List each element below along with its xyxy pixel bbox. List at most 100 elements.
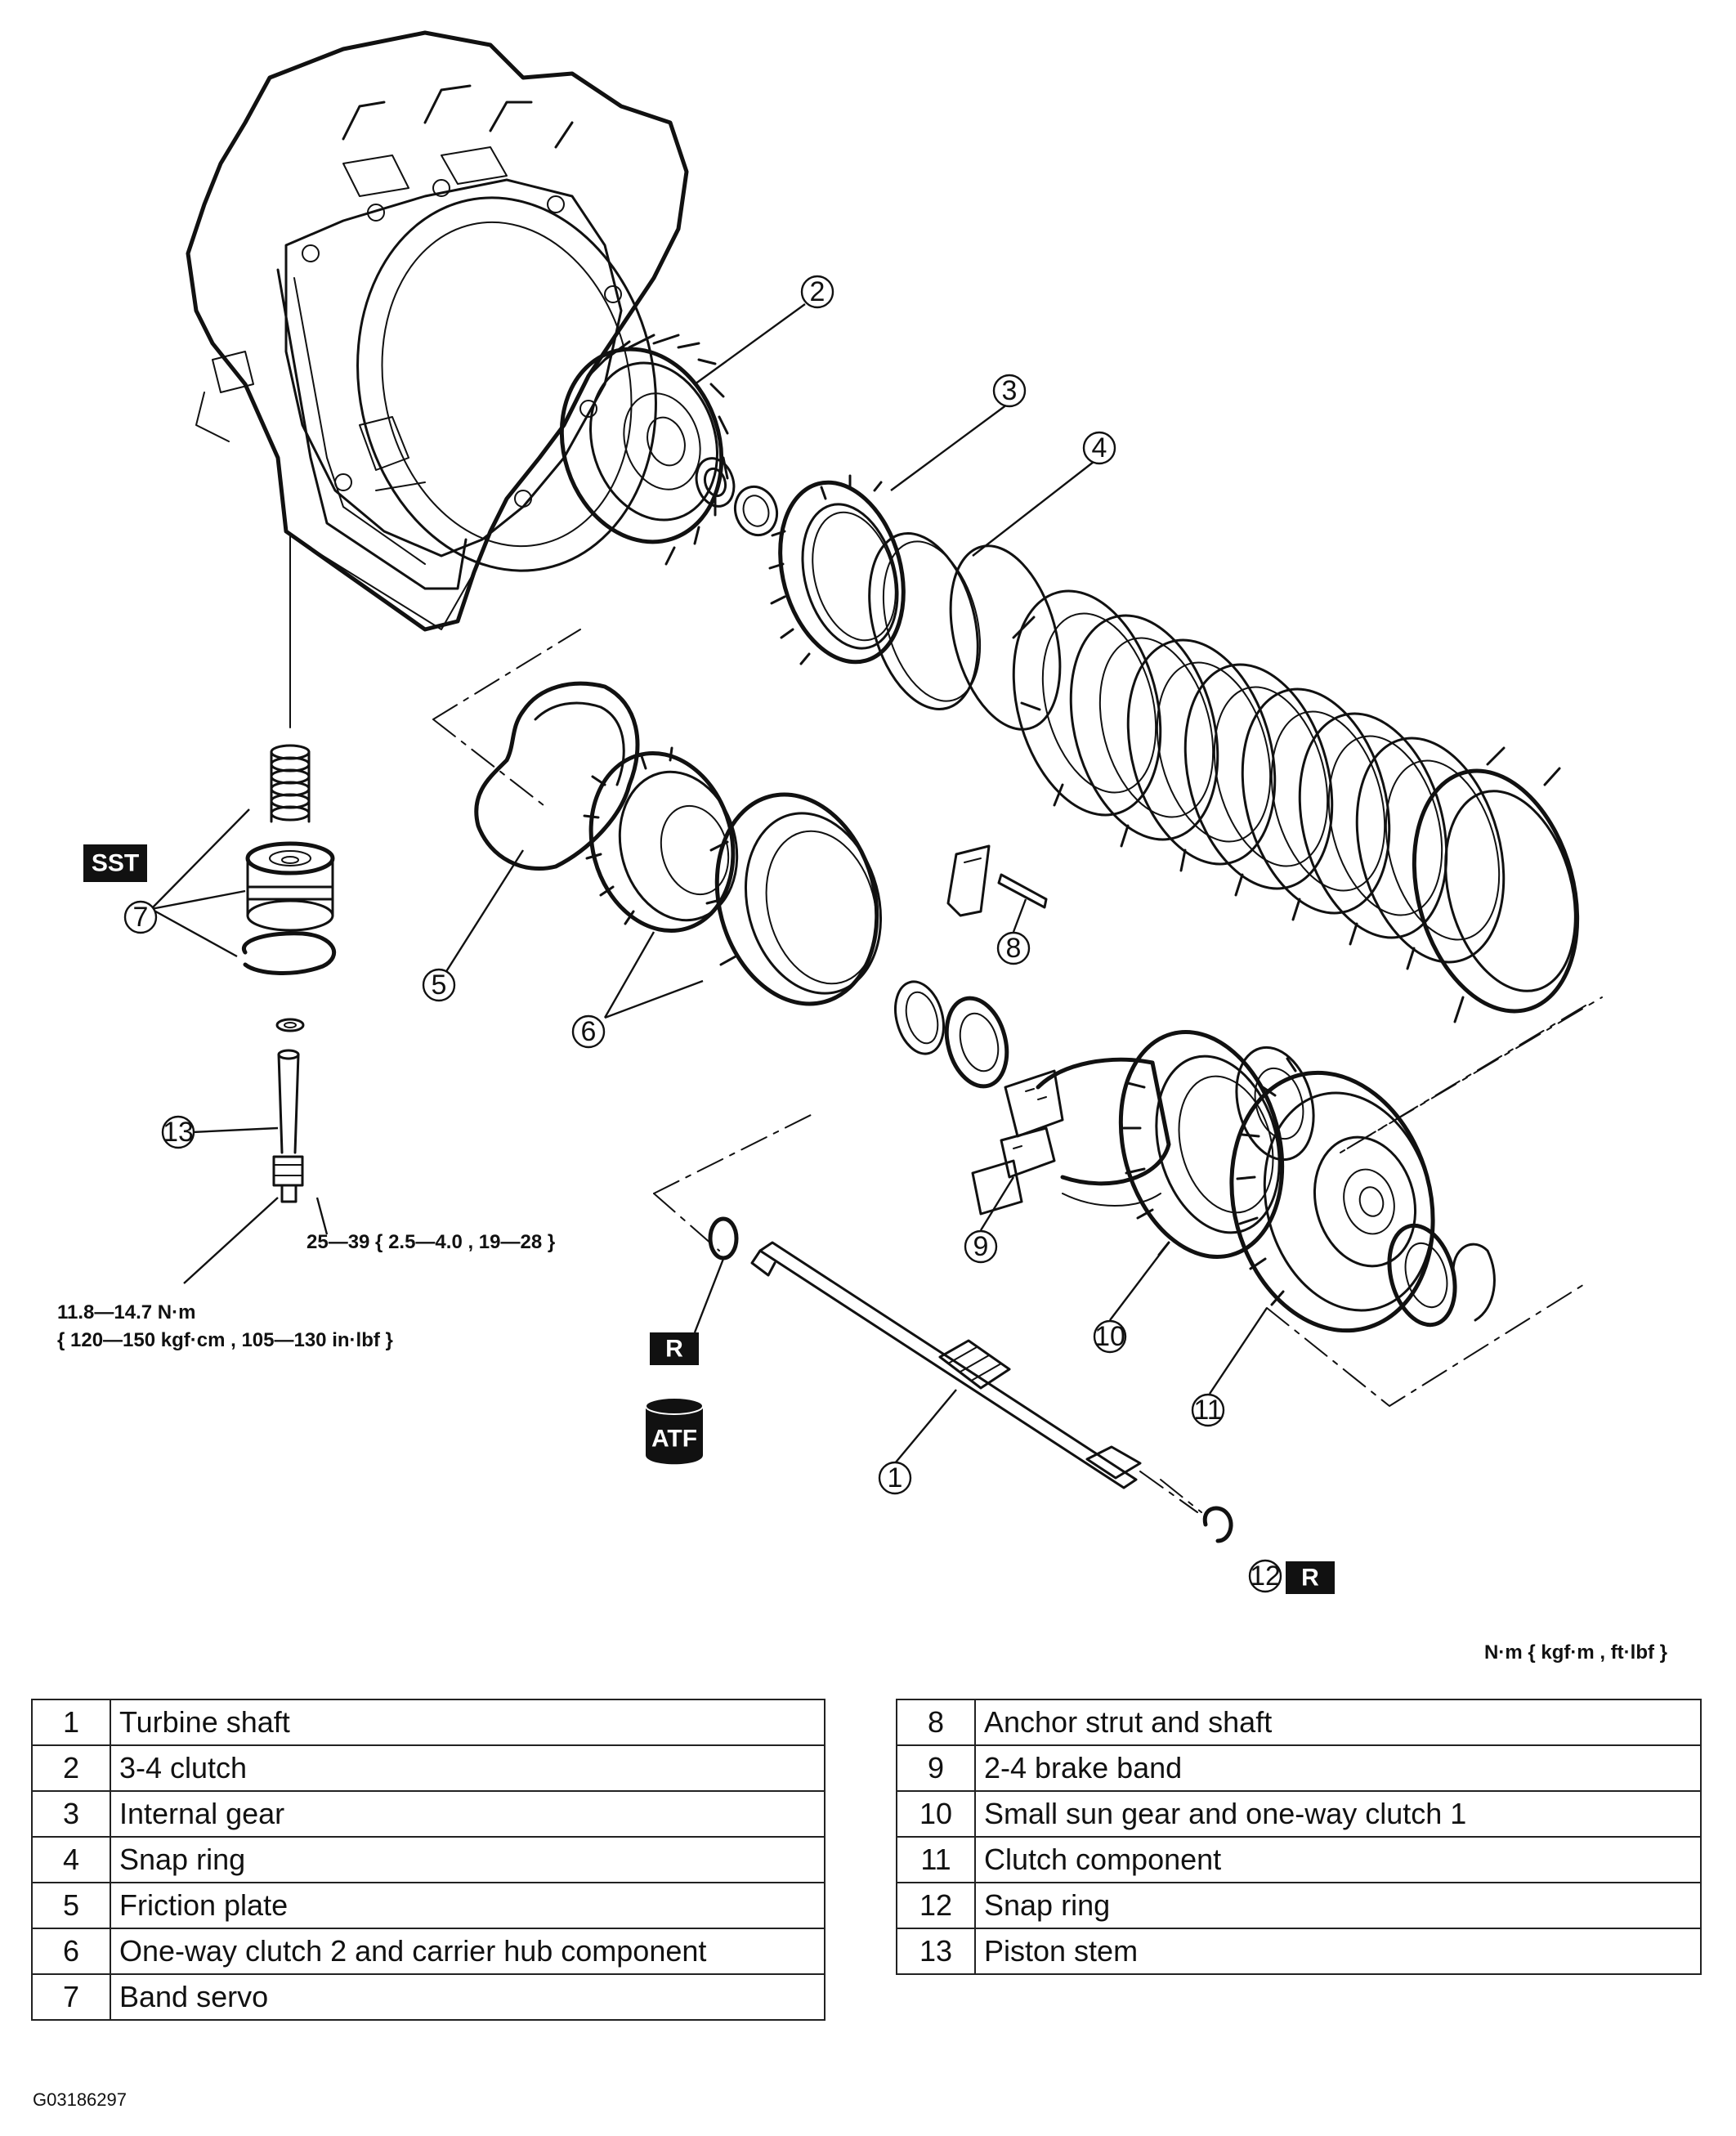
legend-num: 13	[896, 1928, 976, 1975]
part-11-clutch-component	[1229, 1057, 1496, 1333]
seal-ring	[708, 1216, 739, 1261]
part-9-brake-band	[971, 1057, 1171, 1216]
figure-id: G03186297	[33, 2089, 127, 2110]
torque-piston-stem-line1: 11.8—14.7 N·m	[57, 1301, 195, 1323]
legend-name: Band servo	[110, 1973, 825, 2021]
callout-11: 11	[1191, 1393, 1225, 1427]
legend-num: 5	[31, 1882, 111, 1929]
legend-num: 1	[31, 1699, 111, 1746]
legend-name: 3-4 clutch	[110, 1744, 825, 1792]
svg-text:R: R	[665, 1336, 683, 1363]
torque-piston-nut: 25—39 { 2.5—4.0 , 19—28 }	[306, 1231, 555, 1253]
clutch-plate-pack	[1012, 589, 1580, 1023]
legend-name: Small sun gear and one-way clutch 1	[974, 1790, 1702, 1838]
part-4-snap-ring	[868, 532, 1062, 731]
callouts: 1 2 3 4 5 6 7 8 9 10 11 12 13	[123, 275, 1282, 1593]
svg-text:1: 1	[888, 1462, 903, 1493]
legend-num: 2	[31, 1744, 111, 1792]
svg-text:10: 10	[1094, 1321, 1125, 1352]
atf-can-icon: ATF	[645, 1397, 704, 1465]
part-8-anchor-strut	[946, 844, 1048, 917]
part-13-piston-stem	[272, 1049, 304, 1203]
torque-specs: 25—39 { 2.5—4.0 , 19—28 } 11.8—14.7 N·m …	[57, 1231, 555, 1351]
svg-text:SST: SST	[92, 850, 139, 877]
diagram-drawing: 1 2 3 4 5 6 7 8 9 10 11 12 13 SST R R AT…	[57, 30, 1603, 1594]
legend-num: 11	[896, 1836, 976, 1883]
sst-badge: SST	[83, 844, 147, 882]
transaxle-case	[186, 30, 689, 632]
legend-name: Snap ring	[974, 1882, 1702, 1929]
leader-lines	[150, 303, 1268, 1464]
svg-text:3: 3	[1002, 375, 1018, 406]
r-badge-seal: R	[650, 1332, 699, 1365]
legend-num: 4	[31, 1836, 111, 1883]
callout-3: 3	[992, 374, 1027, 408]
legend-num: 6	[31, 1928, 111, 1975]
part-10-sun-gear	[1118, 1030, 1315, 1259]
svg-text:9: 9	[973, 1231, 989, 1262]
legend-name: Turbine shaft	[110, 1699, 825, 1746]
svg-text:13: 13	[163, 1117, 194, 1148]
part-12-snap-ring	[1202, 1506, 1233, 1543]
part-2-clutch-drum	[559, 334, 779, 566]
legend-name: Internal gear	[110, 1790, 825, 1838]
callout-12: 12	[1248, 1559, 1282, 1593]
thrust-washers-mid	[894, 980, 1009, 1089]
callout-1: 1	[878, 1461, 912, 1495]
legend-num: 12	[896, 1882, 976, 1929]
legend-num: 7	[31, 1973, 111, 2021]
callout-5: 5	[422, 968, 456, 1002]
svg-text:6: 6	[581, 1016, 597, 1047]
svg-text:11: 11	[1193, 1395, 1222, 1426]
legend-name: Anchor strut and shaft	[974, 1699, 1702, 1746]
callout-10: 10	[1093, 1319, 1127, 1354]
part-7-band-servo	[242, 744, 337, 1032]
svg-text:7: 7	[133, 902, 149, 933]
legend-num: 8	[896, 1699, 976, 1746]
callout-13: 13	[161, 1115, 195, 1149]
assembly-lines	[289, 535, 1603, 1513]
r-badge-snap-ring: R	[1286, 1561, 1335, 1594]
legend-num: 9	[896, 1744, 976, 1792]
legend-name: Piston stem	[974, 1928, 1702, 1975]
callout-9: 9	[964, 1229, 998, 1264]
legend-num: 10	[896, 1790, 976, 1838]
legend-num: 3	[31, 1790, 111, 1838]
torque-piston-stem-line2: { 120—150 kgf·cm , 105—130 in·lbf }	[57, 1329, 393, 1351]
unit-note: N·m { kgf·m , ft·lbf }	[1484, 1641, 1667, 1664]
legend-name: Snap ring	[110, 1836, 825, 1883]
part-3-internal-gear	[768, 474, 906, 665]
svg-text:12: 12	[1250, 1561, 1281, 1592]
part-5-friction-plate	[474, 681, 640, 871]
legend-name: 2-4 brake band	[974, 1744, 1702, 1792]
legend-name: Clutch component	[974, 1836, 1702, 1883]
svg-text:2: 2	[810, 276, 825, 307]
callout-2: 2	[800, 275, 834, 309]
svg-text:R: R	[1301, 1565, 1319, 1592]
callout-4: 4	[1082, 431, 1116, 465]
part-6-carrier-hub	[583, 746, 883, 1006]
callout-8: 8	[996, 931, 1031, 965]
svg-text:ATF: ATF	[651, 1426, 697, 1453]
svg-text:4: 4	[1092, 432, 1107, 463]
part-1-turbine-shaft	[750, 1241, 1198, 1513]
callout-6: 6	[571, 1014, 606, 1049]
callout-7: 7	[123, 900, 158, 934]
svg-text:8: 8	[1006, 933, 1022, 964]
